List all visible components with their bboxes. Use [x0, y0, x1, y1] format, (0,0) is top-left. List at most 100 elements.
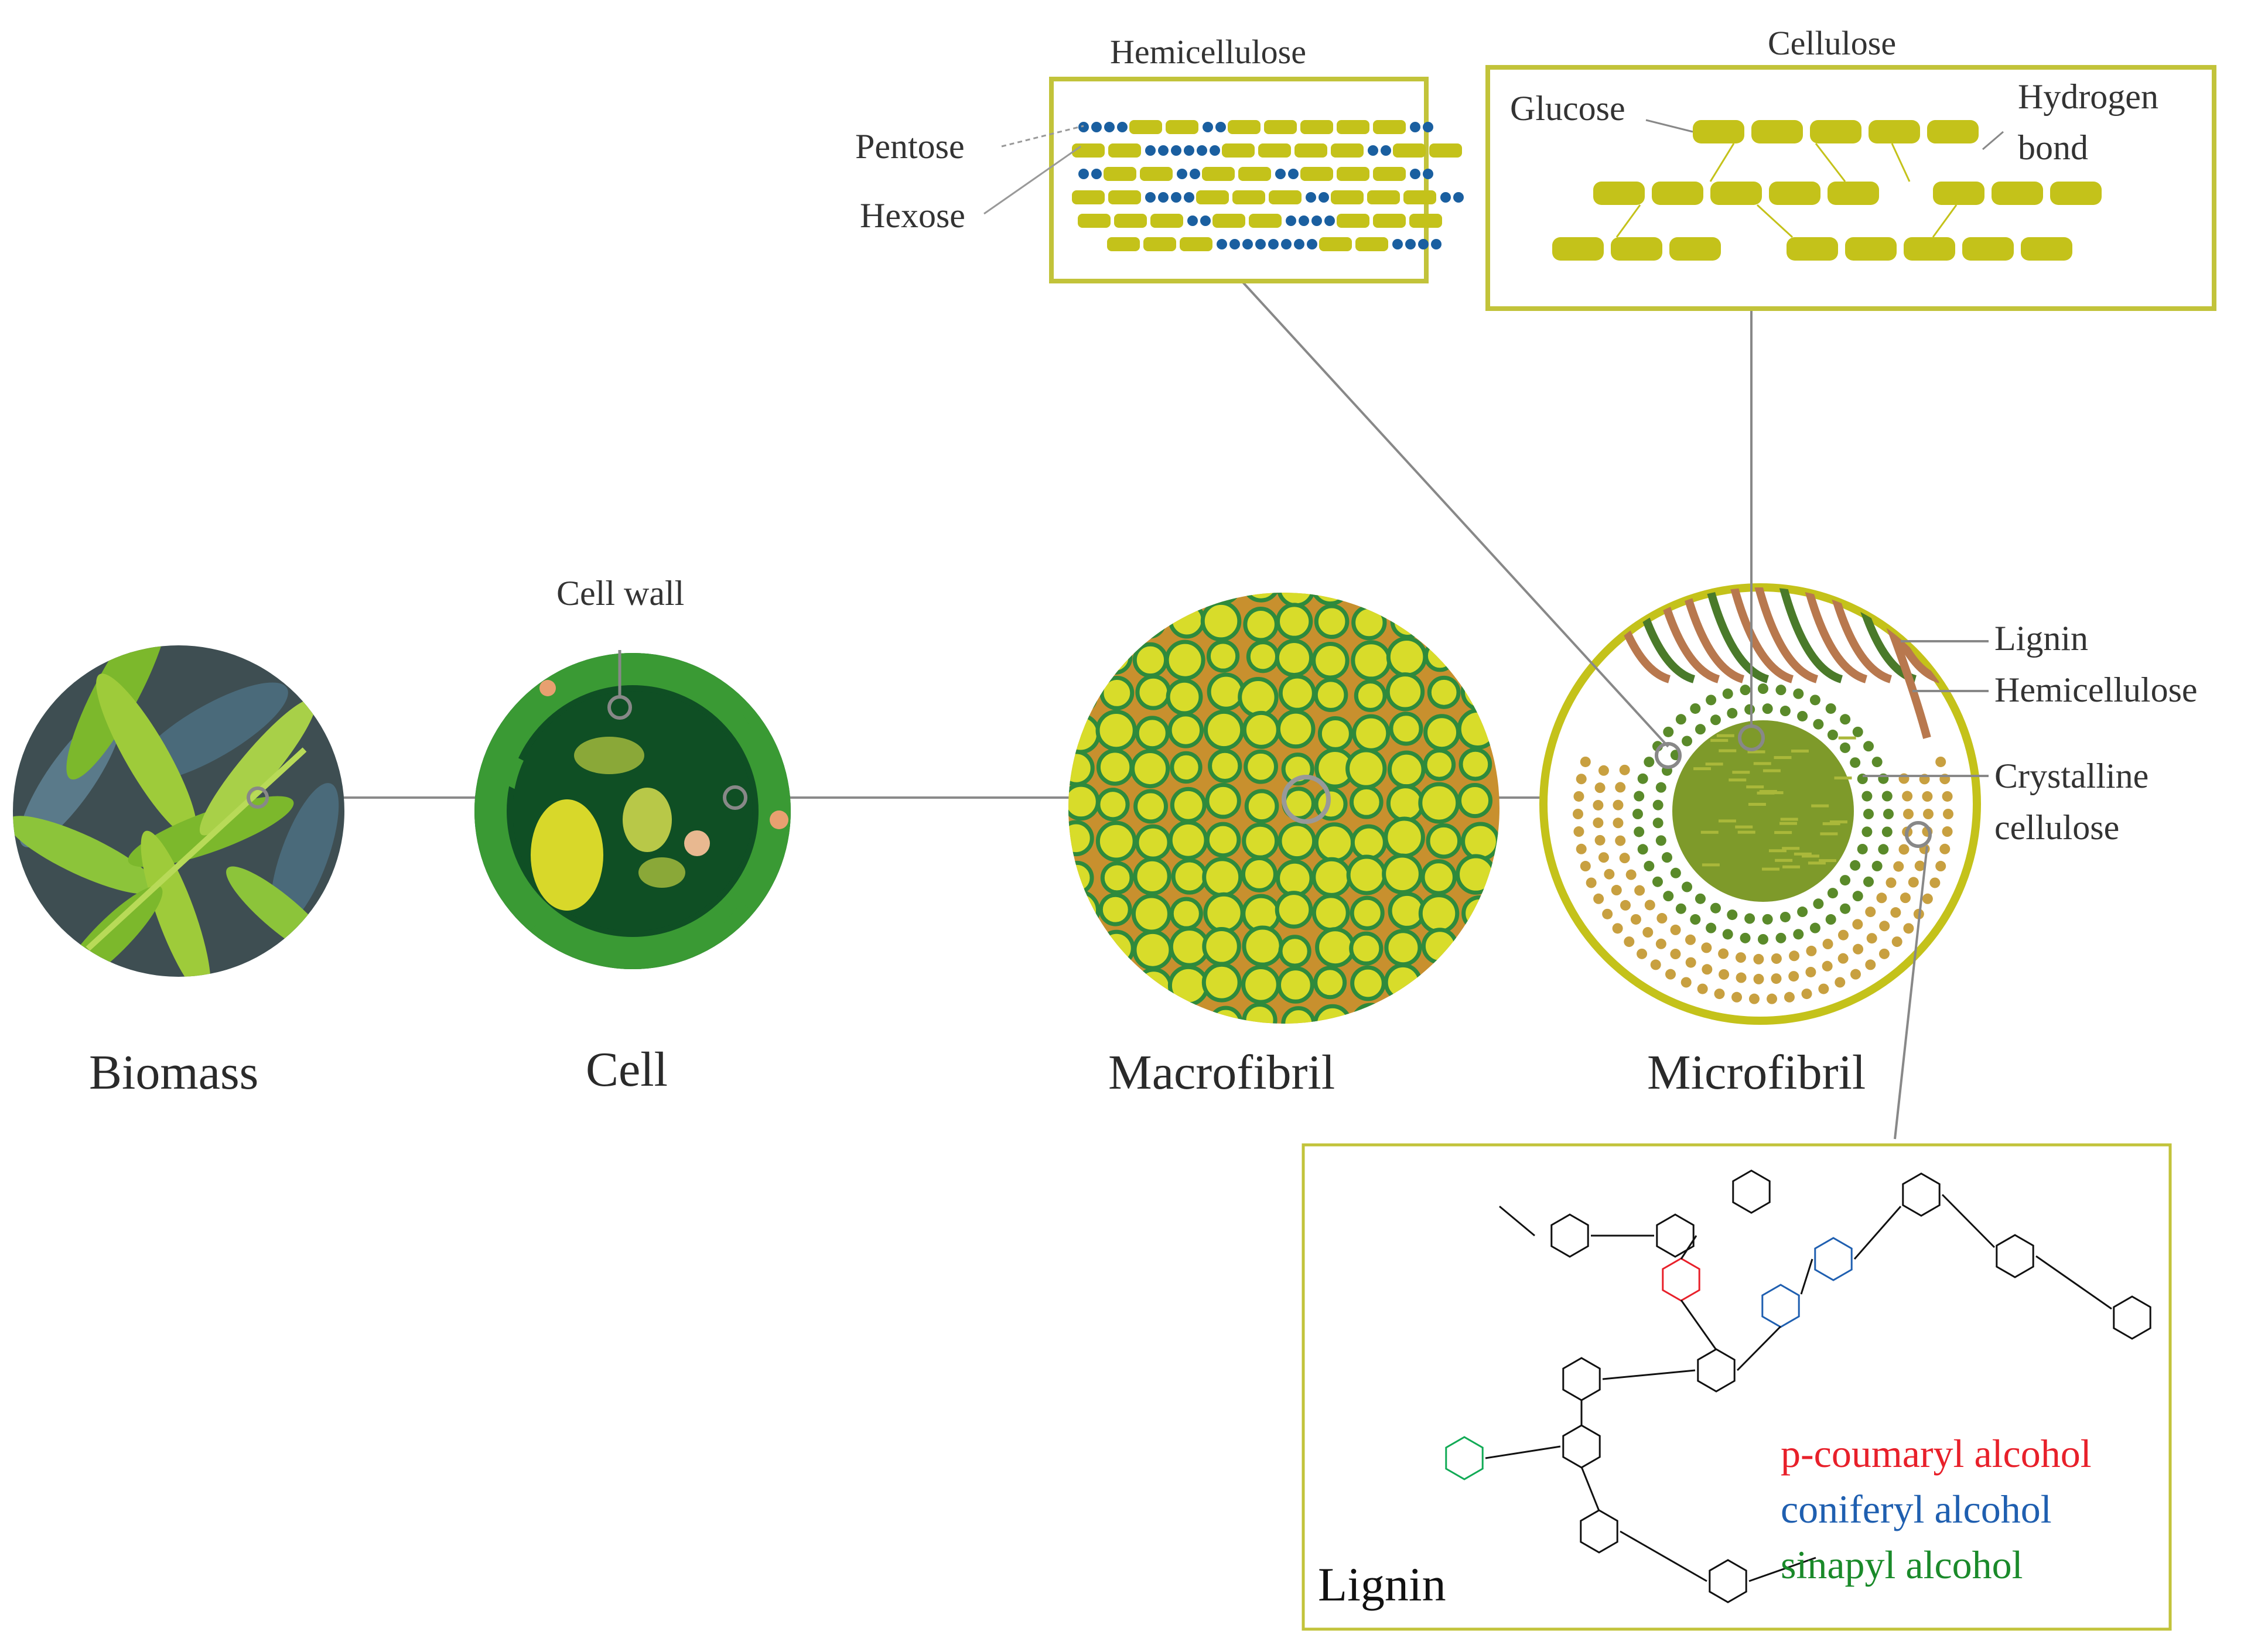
lignin-fiber	[1822, 587, 1893, 683]
pentose-unit	[1311, 216, 1322, 226]
macrofibril-cell	[1384, 929, 1422, 967]
macrofibril-cell	[1385, 672, 1425, 712]
pentose-unit	[1117, 122, 1128, 132]
macrofibril-cell	[1203, 892, 1245, 934]
pentose-unit	[1171, 145, 1181, 156]
macrofibril-cell	[1133, 857, 1171, 895]
hemicellulose-dot	[1655, 782, 1666, 793]
crystalline-cellulose-core	[1672, 720, 1854, 902]
hemicellulose-dot	[1922, 893, 1933, 904]
hexose-unit	[1129, 120, 1162, 134]
hemicellulose-dot	[1675, 903, 1686, 914]
hemicellulose-dot	[1695, 893, 1706, 904]
hexose-unit	[1319, 237, 1352, 251]
macrofibril-cell	[1351, 604, 1387, 641]
macrofibril-cell	[1276, 709, 1316, 749]
macrofibril-cell	[1131, 894, 1171, 934]
pentose-unit	[1440, 192, 1451, 203]
hemicellulose-dot	[1744, 704, 1755, 715]
hexose-unit	[1180, 237, 1212, 251]
hexose-unit	[1104, 167, 1136, 181]
hemicellulose-dot	[1863, 809, 1874, 819]
hexose-unit	[1196, 190, 1229, 204]
hemicellulose-dot	[1719, 969, 1730, 980]
macrofibril-cell	[1277, 966, 1314, 1004]
hydrogen-bond-line	[1756, 204, 1794, 238]
macrofibril-cell	[1422, 593, 1458, 606]
macrofibril-cell	[1167, 964, 1210, 1007]
hemicellulose-dot	[1727, 707, 1738, 719]
glucose-unit	[1828, 182, 1879, 205]
aromatic-ring	[1709, 1559, 1747, 1603]
macrofibril-cell	[1421, 1004, 1460, 1024]
aromatic-ring	[1902, 1172, 1941, 1217]
hemicellulose-dot	[1865, 959, 1876, 970]
macrofibril-cell	[1386, 784, 1425, 823]
label-hydrogen-bond-2: bond	[2018, 128, 2088, 167]
pentose-unit	[1078, 169, 1089, 179]
hemicellulose-dot	[1652, 799, 1664, 810]
pentose-unit	[1392, 239, 1403, 249]
macrofibril-cell	[1131, 999, 1170, 1024]
macrofibril-cell	[1098, 892, 1132, 926]
hemicellulose-dot	[1840, 742, 1851, 753]
pentose-unit	[1423, 169, 1433, 179]
pentose-unit	[1158, 145, 1169, 156]
hemicellulose-dot	[1876, 892, 1887, 904]
macrofibril-cell	[1068, 606, 1095, 643]
macrofibril-cell	[1458, 747, 1492, 781]
macrofibril-cell	[1068, 782, 1100, 821]
pentose-unit	[1423, 122, 1433, 132]
hemicellulose-dot	[1663, 891, 1674, 902]
glucose-unit	[1992, 182, 2043, 205]
hexose-unit	[1294, 143, 1327, 158]
hemicellulose-dot	[1840, 714, 1851, 725]
macrofibril-cell	[1208, 1005, 1244, 1024]
macrofibril-cell	[1135, 716, 1170, 751]
hexose-unit	[1140, 167, 1173, 181]
hemicellulose-dot	[1634, 885, 1645, 896]
pentose-unit	[1091, 169, 1102, 179]
hemicellulose-dot	[1573, 826, 1584, 837]
aromatic-ring	[1732, 1169, 1771, 1214]
hemicellulose-box-title: Hemicellulose	[1110, 33, 1307, 71]
hemicellulose-dot	[1580, 756, 1591, 767]
macrofibril-cell	[1385, 999, 1427, 1024]
lignin-fiber	[1699, 587, 1770, 683]
hemicellulose-dot	[1722, 688, 1733, 699]
macrofibril-cell	[1068, 860, 1094, 895]
hexose-unit	[1264, 120, 1297, 134]
hemicellulose-dot	[1797, 907, 1808, 918]
macrofibril-cell	[1384, 816, 1425, 859]
macrofibril-cell	[1133, 789, 1169, 824]
macrofibril-cell	[1389, 712, 1423, 746]
hemicellulose-dot	[1702, 964, 1713, 975]
legend-p-coumaryl: p-coumaryl alcohol	[1781, 1431, 2092, 1476]
pentose-unit	[1405, 239, 1416, 249]
macrofibril-cell	[1463, 1005, 1497, 1024]
hemicellulose-dot	[1852, 891, 1863, 902]
hexose-unit	[1202, 167, 1235, 181]
pentose-unit	[1410, 122, 1420, 132]
macrofibril-cell	[1096, 748, 1134, 786]
pentose-unit	[1104, 122, 1115, 132]
macrofibril-cell	[1346, 854, 1387, 895]
hemicellulose-dot	[1576, 774, 1587, 785]
macrofibril-cell	[1461, 822, 1499, 861]
macrofibril-cell	[1349, 593, 1391, 607]
hemicellulose-dot	[1789, 950, 1800, 962]
macrofibril-cell	[1206, 639, 1240, 673]
hexose-unit	[1269, 190, 1302, 204]
hemicellulose-dot	[1637, 844, 1648, 855]
hemicellulose-dot	[1885, 877, 1897, 888]
chemical-bond	[1748, 1557, 1816, 1582]
lignin-fiber	[1773, 587, 1843, 683]
label-microfibril: Microfibril	[1647, 1045, 1866, 1100]
hemicellulose-dot	[1632, 809, 1643, 819]
macrofibril-cell	[1276, 603, 1313, 640]
lignin-fiber	[1724, 587, 1794, 683]
hemicellulose-dot	[1624, 936, 1635, 948]
macrofibril-cell	[1345, 748, 1387, 789]
macrofibril-cell	[1241, 856, 1277, 892]
hemicellulose-dot	[1929, 877, 1941, 888]
